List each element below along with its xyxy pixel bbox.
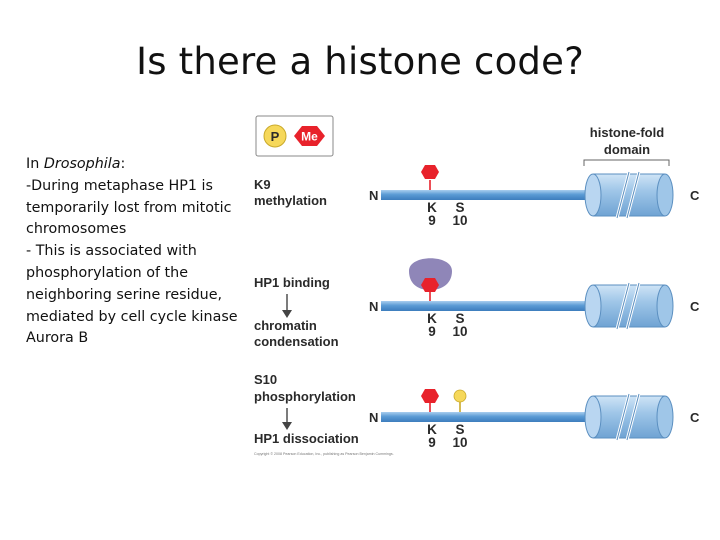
row3-n-terminus: N (369, 410, 378, 425)
row3-label-line-3: HP1 dissociation (254, 431, 359, 446)
body-line-1: In Drosophila: (26, 156, 126, 172)
body-line-2: -During metaphase HP1 is (26, 177, 213, 194)
row2-label-line-3: condensation (254, 334, 339, 349)
row2-histone-fold-domain (584, 282, 674, 330)
row1-residue-s: S (455, 200, 464, 215)
body-line-6: phosphorylation of the (26, 264, 189, 281)
body-line-7: neighboring serine residue, (26, 286, 223, 303)
row3-label-line-2: phosphorylation (254, 389, 356, 404)
row2-label-line-2: chromatin (254, 318, 317, 333)
row1-label-line-1: K9 (254, 177, 271, 192)
methyl-legend-label: Me (301, 130, 318, 144)
row2-residue-s: S (455, 311, 464, 326)
row3-label-line-1: S10 (254, 372, 277, 387)
legend-box: P Me (255, 115, 334, 157)
domain-label-line-1: histone-fold (590, 125, 664, 140)
row1-residue-k: K (427, 200, 437, 215)
row3-residue-s-number: 10 (452, 435, 467, 450)
row2-hp1-protein-icon (409, 258, 452, 290)
row1-label-line-2: methylation (254, 193, 327, 208)
row3-histone-tail (381, 412, 593, 422)
figure-copyright: Copyright © 2008 Pearson Education, Inc.… (254, 452, 394, 456)
body-line-9: Aurora B (26, 330, 89, 347)
row1-residue-s-number: 10 (452, 213, 467, 228)
row2-down-arrow-icon (282, 310, 292, 318)
methyl-legend-icon (294, 126, 325, 146)
domain-label-line-2: domain (604, 142, 650, 157)
row1-histone-fold-domain (584, 171, 674, 219)
row2-label-line-1: HP1 binding (254, 275, 330, 290)
body-line-4: chromosomes (26, 221, 127, 238)
row2-c-terminus: C (690, 299, 700, 314)
row1-histone-tail (381, 190, 593, 200)
row2-residue-k-number: 9 (428, 324, 436, 339)
row3-k9-methyl-mark-icon (421, 389, 439, 403)
body-line-8: mediated by cell cycle kinase (26, 308, 238, 325)
row-hp1-binding: HP1 binding chromatin condensation N K 9… (254, 258, 700, 349)
row3-c-terminus: C (690, 410, 700, 425)
row1-k9-methyl-mark-icon (421, 165, 439, 179)
body-line-5: - This is associated with (26, 243, 197, 260)
row3-residue-k-number: 9 (428, 435, 436, 450)
row2-n-terminus: N (369, 299, 378, 314)
row-s10-phosphorylation: S10 phosphorylation HP1 dissociation N K… (254, 372, 700, 450)
row1-residue-k-number: 9 (428, 213, 436, 228)
row3-residue-s: S (455, 422, 464, 437)
row2-residue-s-number: 10 (452, 324, 467, 339)
domain-bracket (583, 159, 670, 166)
row2-k9-methyl-mark-icon (421, 278, 439, 292)
row3-residue-k: K (427, 422, 437, 437)
row-k9-methylation: K9 methylation N K 9 S 10 C (254, 165, 700, 228)
phosphate-legend-icon (263, 124, 287, 148)
species-name: Drosophila (43, 156, 121, 172)
row3-down-arrow-icon (282, 422, 292, 430)
row3-s10-phospho-mark-icon (453, 389, 467, 403)
row1-n-terminus: N (369, 188, 378, 203)
slide-body-text: In Drosophila: -During metaphase HP1 is … (26, 154, 246, 350)
body-line-3: temporarily lost from mitotic (26, 199, 232, 216)
row1-c-terminus: C (690, 188, 700, 203)
row2-residue-k: K (427, 311, 437, 326)
row3-histone-fold-domain (584, 393, 674, 441)
row2-histone-tail (381, 301, 593, 311)
phosphate-legend-label: P (271, 129, 280, 144)
slide-title: Is there a histone code? (136, 40, 584, 83)
